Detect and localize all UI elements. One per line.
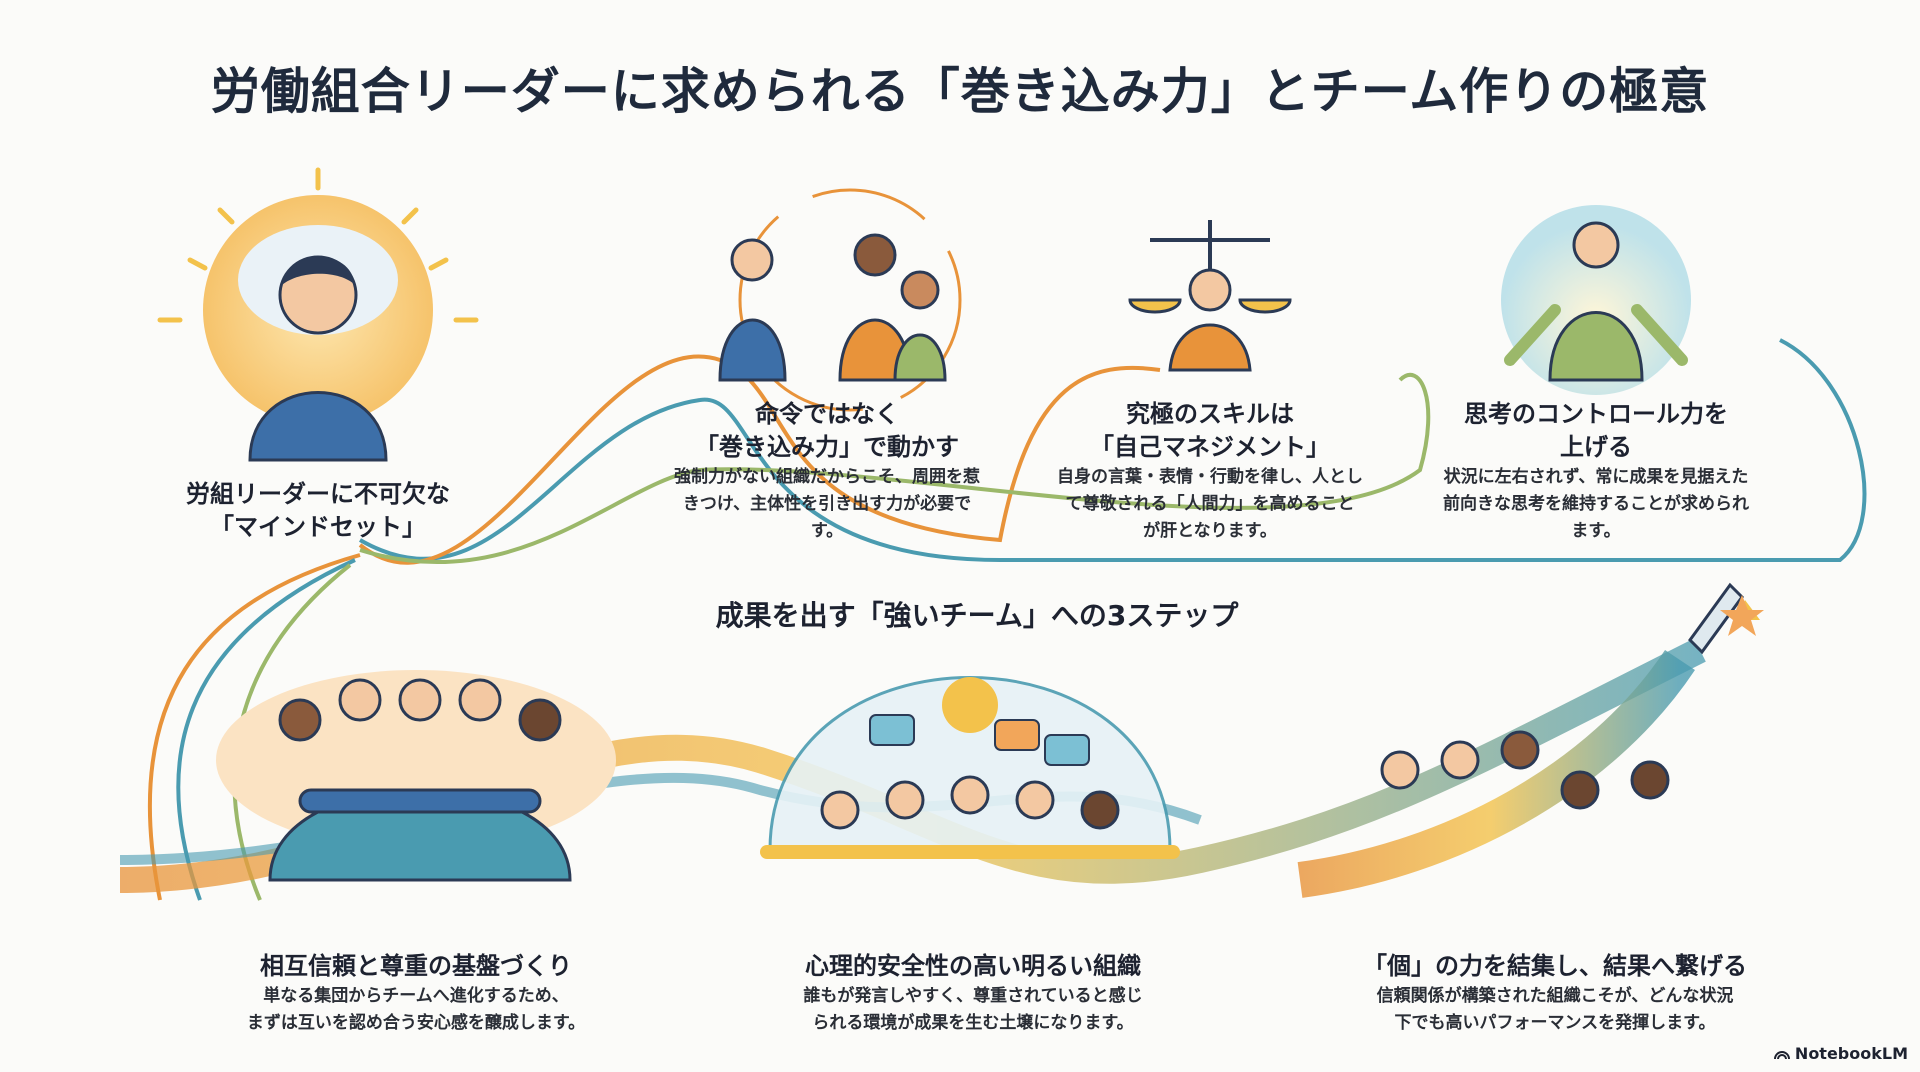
mindset-heading-line1: 労組リーダーに不可欠な	[186, 480, 450, 508]
notebooklm-brand: NotebookLM	[1773, 1044, 1908, 1063]
step-body: 信頼関係が構築された組織こそが、どんな状況	[1376, 986, 1734, 1006]
card-body: きつけ、主体性を引き出す力が必要で	[682, 494, 972, 514]
card-title: 「自己マネジメント」	[1090, 433, 1330, 461]
card-title: 上げる	[1560, 433, 1632, 461]
step-1: 相互信頼と尊重の基盤づくり 単なる集団からチームへ進化するため、 まずは互いを認…	[247, 950, 585, 1037]
notebooklm-logo-icon	[1773, 1050, 1790, 1059]
safe-dome-illustration	[760, 676, 1180, 859]
card-title: 「巻き込み力」で動かす	[695, 433, 959, 461]
card-body: 自身の言葉・表情・行動を律し、人とし	[1057, 467, 1363, 487]
mindset-heading: 労組リーダーに不可欠な 「マインドセット」	[186, 478, 450, 544]
step-title: 心理的安全性の高い明るい組織	[804, 952, 1141, 980]
balance-meditation-illustration	[1128, 220, 1292, 372]
card-self-management: 究極のスキルは 「自己マネジメント」 自身の言葉・表情・行動を律し、人とし て尊…	[1057, 398, 1363, 545]
card-thought-control: 思考のコントロール力を 上げる 状況に左右されず、常に成果を見据えた 前向きな思…	[1443, 398, 1749, 545]
team-hug-illustration	[216, 670, 616, 882]
page-title: 労働組合リーダーに求められる「巻き込み力」とチーム作りの極意	[210, 63, 1710, 120]
step-body: られる環境が成果を生む土壌になります。	[812, 1013, 1134, 1033]
step-3: 「個」の力を結集し、結果へ繋げる 信頼関係が構築された組織こそが、どんな状況 下…	[1363, 950, 1747, 1037]
card-command: 命令ではなく 「巻き込み力」で動かす 強制力がない組織だからこそ、周囲を惹 きつ…	[674, 398, 980, 545]
card-body: す。	[810, 521, 844, 541]
mindset-heading-line2: 「マインドセット」	[210, 513, 426, 541]
step-body: 下でも高いパフォーマンスを発揮します。	[1394, 1013, 1716, 1033]
step-2: 心理的安全性の高い明るい組織 誰もが発言しやすく、尊重されていると感じ られる環…	[803, 950, 1142, 1037]
open-arms-illustration	[1501, 205, 1691, 395]
steps-heading: 成果を出す「強いチーム」への3ステップ	[715, 599, 1239, 632]
step-body: 単なる集団からチームへ進化するため、	[263, 986, 569, 1006]
step-body: まずは互いを認め合う安心感を醸成します。	[246, 1013, 586, 1033]
card-body: 強制力がない組織だからこそ、周囲を惹	[674, 467, 980, 487]
card-title: 究極のスキルは	[1126, 400, 1294, 428]
brand-label: NotebookLM	[1794, 1044, 1908, 1063]
step-body: 誰もが発言しやすく、尊重されていると感じ	[803, 986, 1143, 1006]
card-title: 思考のコントロール力を	[1464, 400, 1728, 428]
card-body: 前向きな思考を維持することが求められ	[1443, 494, 1749, 514]
handshake-illustration	[718, 188, 962, 412]
card-body: 状況に左右されず、常に成果を見据えた	[1443, 467, 1749, 487]
step-title: 相互信頼と尊重の基盤づくり	[260, 952, 572, 980]
card-body: が肝となります。	[1143, 521, 1277, 541]
mindset-illustration	[157, 167, 479, 462]
card-title: 命令ではなく	[755, 400, 899, 428]
step-title: 「個」の力を結集し、結果へ繋げる	[1363, 952, 1747, 980]
rocket-team-illustration	[1297, 582, 1764, 898]
card-body: ます。	[1571, 521, 1621, 541]
card-body: て尊敬される「人間力」を高めること	[1065, 494, 1355, 514]
